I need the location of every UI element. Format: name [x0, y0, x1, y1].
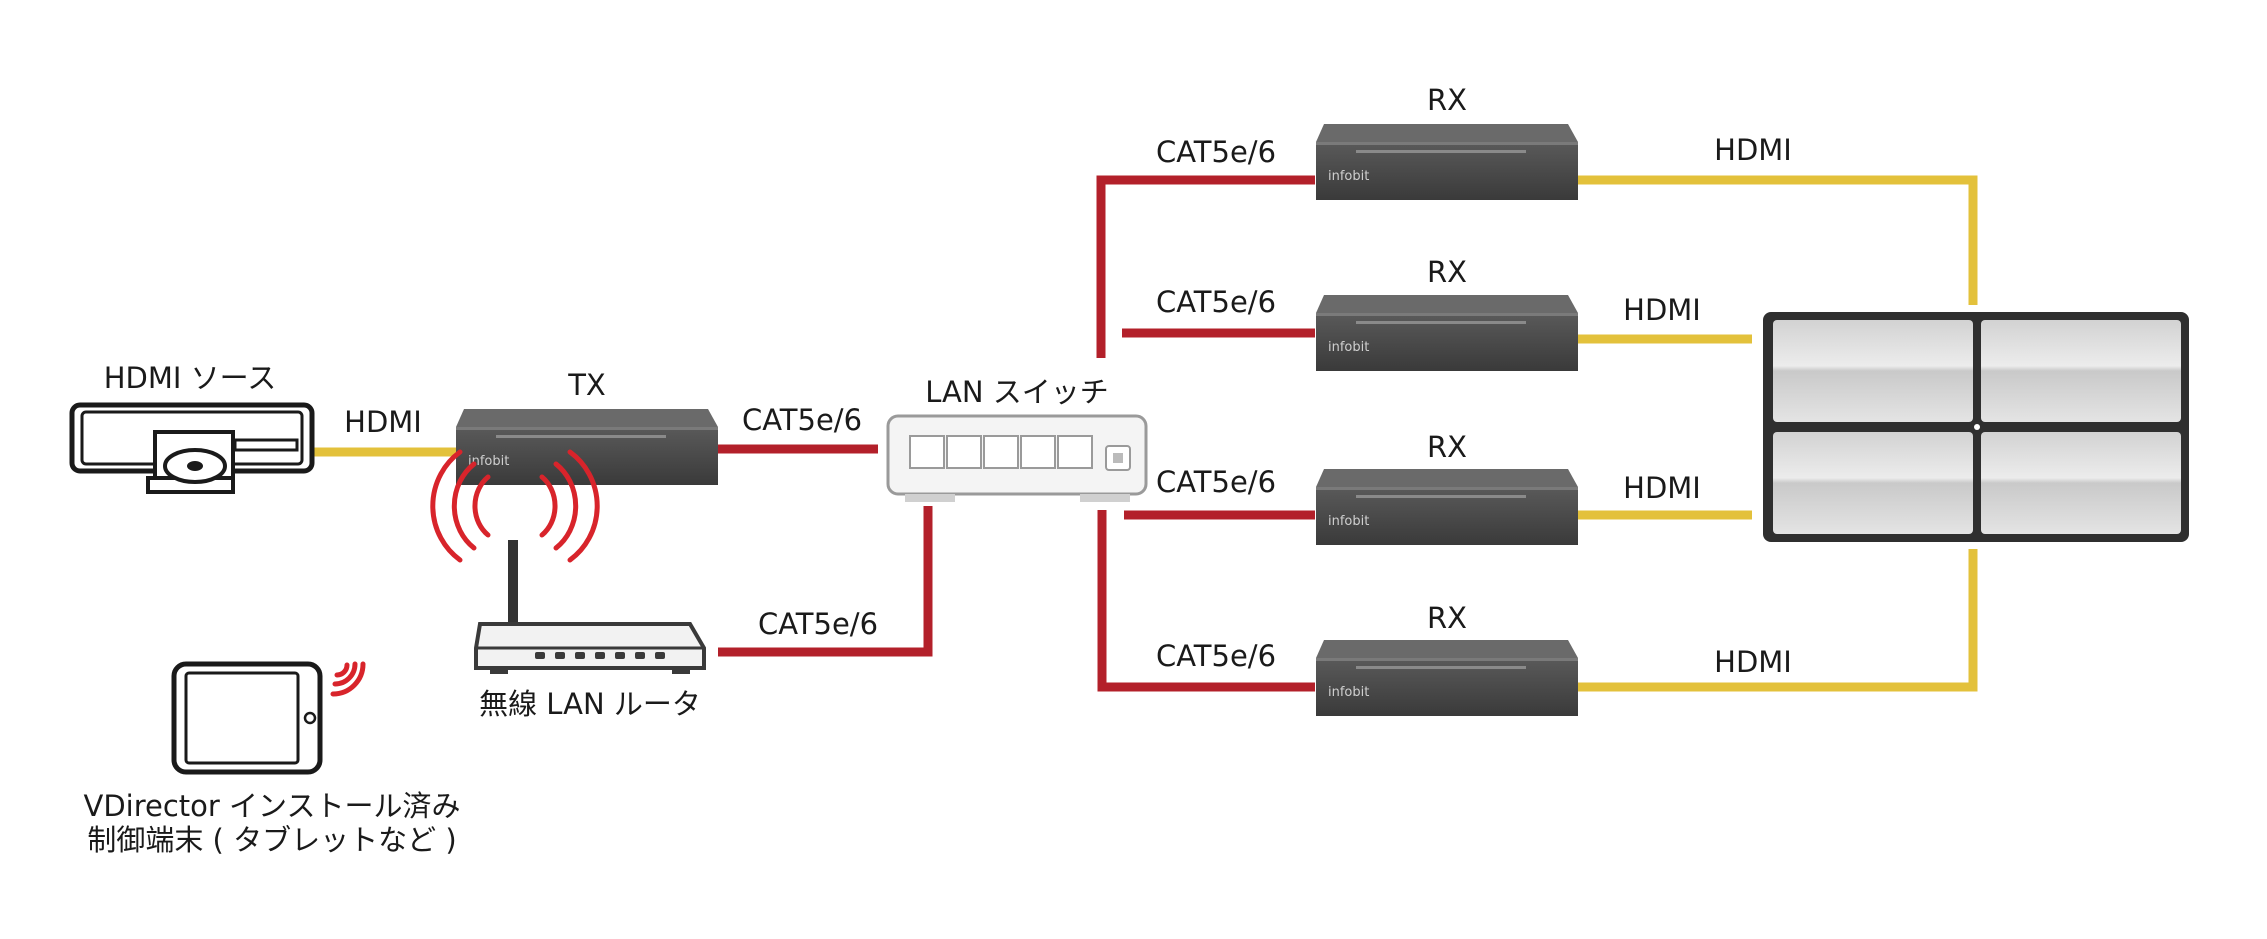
rx-unit-3: infobit — [1316, 469, 1578, 545]
wall-screen-4 — [1981, 432, 2181, 534]
cat-cable-switch-rx4 — [1097, 510, 1315, 692]
tablet-label-line1: VDirector インストール済み — [84, 789, 461, 823]
tablet-label-line2: 制御端末 ( タブレットなど ) — [87, 823, 456, 857]
rx1-wall-cable-label: HDMI — [1714, 133, 1792, 167]
switch-rx1-cable-label: CAT5e/6 — [1156, 135, 1276, 169]
rx-unit-2: infobit — [1316, 295, 1578, 371]
hdmi-cable-rx4-wall — [1578, 549, 1978, 692]
rx-unit-4: infobit — [1316, 640, 1578, 716]
cat-cable-switch-rx1 — [1096, 175, 1315, 358]
wall-screen-3 — [1773, 432, 1973, 534]
rx3-label: RX — [1427, 430, 1467, 464]
switch-rx2-cable-label: CAT5e/6 — [1156, 285, 1276, 319]
media-player-icon — [69, 402, 315, 494]
switch-rx4-cable-label: CAT5e/6 — [1156, 639, 1276, 673]
tablet-icon — [171, 661, 323, 775]
rx-unit-1: infobit — [1316, 124, 1578, 200]
tablet-wifi-icon — [330, 661, 366, 697]
wall-screen-1 — [1773, 320, 1973, 422]
rx2-brand: infobit — [1328, 340, 1369, 355]
rx4-wall-cable-label: HDMI — [1714, 645, 1792, 679]
rx1-label: RX — [1427, 83, 1467, 117]
rx1-brand: infobit — [1328, 169, 1369, 184]
source-label: HDMI ソース — [104, 361, 276, 395]
router-label: 無線 LAN ルータ — [479, 687, 701, 721]
wifi-waves-icon — [430, 449, 600, 563]
rx2-label: RX — [1427, 255, 1467, 289]
source-tx-cable-label: HDMI — [344, 405, 422, 439]
cat-cable-router-switch — [718, 506, 933, 657]
rx4-label: RX — [1427, 601, 1467, 635]
rx2-wall-cable-label: HDMI — [1623, 293, 1701, 327]
lan-switch-label: LAN スイッチ — [925, 375, 1109, 409]
rx4-brand: infobit — [1328, 685, 1369, 700]
network-switch-icon — [886, 414, 1148, 502]
tx-switch-cable-label: CAT5e/6 — [742, 403, 862, 437]
tx-unit: infobit — [456, 409, 718, 485]
wall-screen-2 — [1981, 320, 2181, 422]
video-wall-icon — [1763, 312, 2189, 542]
hdmi-cable-rx1-wall — [1578, 175, 1978, 305]
tx-label: TX — [567, 368, 606, 402]
switch-rx3-cable-label: CAT5e/6 — [1156, 465, 1276, 499]
rx3-brand: infobit — [1328, 514, 1369, 529]
wireless-router-icon — [474, 540, 706, 674]
tx-brand: infobit — [468, 454, 509, 469]
router-switch-cable-label: CAT5e/6 — [758, 607, 878, 641]
rx3-wall-cable-label: HDMI — [1623, 471, 1701, 505]
cables — [308, 175, 1978, 692]
